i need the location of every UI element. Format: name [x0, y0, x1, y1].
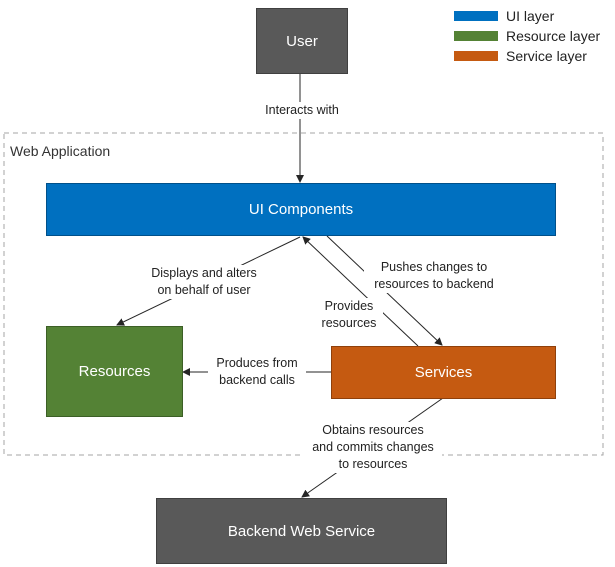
label-provides-line2: resources: [321, 316, 377, 330]
resources-label: Resources: [78, 363, 151, 380]
label-produces-line1: Produces from: [216, 356, 298, 370]
services-node: Services: [331, 346, 556, 399]
label-pushes: Pushes changes to resources to backend: [364, 259, 504, 293]
label-interacts: Interacts with: [257, 102, 347, 119]
legend-swatch-resource: [454, 31, 498, 41]
legend-swatch-service: [454, 51, 498, 61]
label-obtains-line2: and commits changes: [312, 440, 434, 454]
label-obtains-line3: to resources: [338, 457, 408, 471]
edge-provides: [302, 236, 419, 347]
ui-components-label: UI Components: [248, 201, 354, 218]
user-node-label: User: [286, 32, 318, 50]
backend-label: Backend Web Service: [227, 522, 376, 540]
label-pushes-line2: resources to backend: [374, 277, 494, 291]
legend-label-service: Service layer: [506, 48, 587, 64]
label-obtains: Obtains resources and commits changes to…: [304, 422, 442, 473]
label-displays-line2: on behalf of user: [157, 283, 251, 297]
web-application-container: [3, 132, 604, 456]
resources-node: Resources: [46, 326, 183, 417]
label-displays: Displays and alters on behalf of user: [143, 265, 265, 299]
label-provides: Provides resources: [315, 298, 383, 332]
label-displays-line1: Displays and alters: [151, 266, 257, 280]
legend-label-resource: Resource layer: [506, 28, 601, 44]
label-produces: Produces from backend calls: [208, 355, 306, 389]
legend-swatch-ui: [454, 11, 498, 21]
label-provides-line1: Provides: [324, 299, 374, 313]
user-node: User: [256, 8, 348, 74]
backend-node: Backend Web Service: [156, 498, 447, 564]
ui-components-node: UI Components: [46, 183, 556, 236]
label-interacts-text: Interacts with: [265, 103, 339, 117]
legend-label-ui: UI layer: [506, 8, 555, 24]
label-produces-line2: backend calls: [219, 373, 295, 387]
services-label: Services: [414, 364, 473, 381]
label-obtains-line1: Obtains resources: [322, 423, 424, 437]
label-pushes-line1: Pushes changes to: [380, 260, 488, 274]
container-title: Web Application: [10, 143, 111, 159]
